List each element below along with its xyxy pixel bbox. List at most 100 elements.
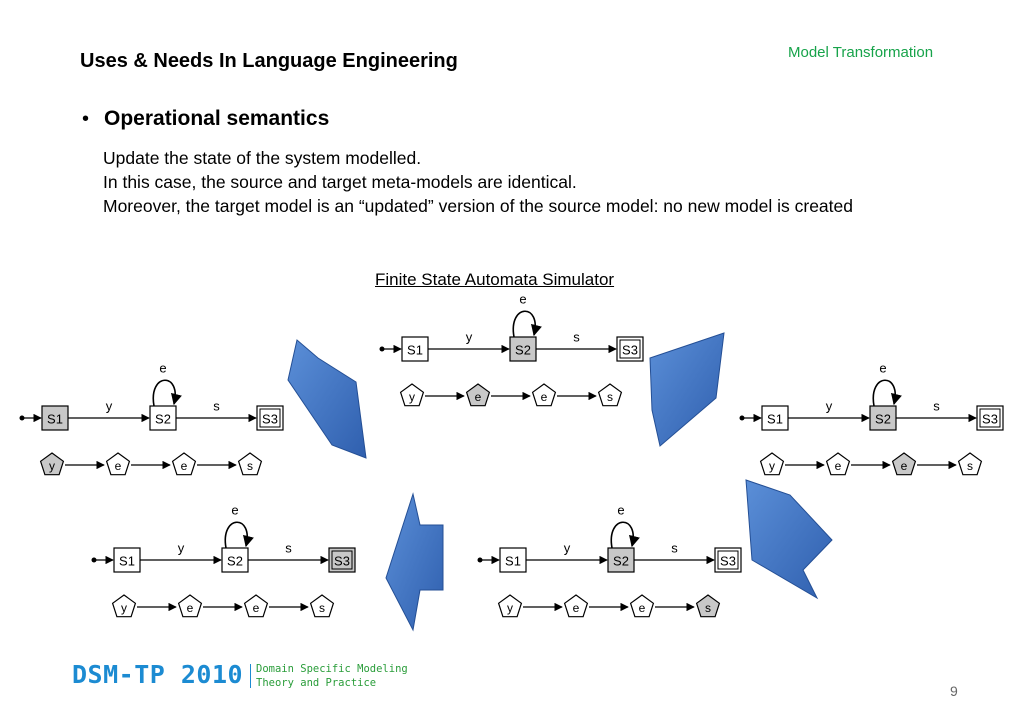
input-symbol-label: y bbox=[409, 390, 415, 404]
big-arrow-right-to-bottom-right bbox=[745, 479, 833, 600]
state-s3 bbox=[976, 405, 1004, 431]
input-symbol bbox=[177, 594, 203, 618]
self-loop-s2 bbox=[224, 521, 254, 549]
transition-label-t1: y bbox=[826, 399, 833, 414]
input-symbol-label: y bbox=[121, 601, 127, 615]
state-s1 bbox=[401, 336, 429, 362]
self-loop-s2 bbox=[152, 379, 182, 407]
input-symbol bbox=[39, 452, 65, 476]
transition-label-t2: s bbox=[573, 330, 580, 345]
state-s3 bbox=[256, 405, 284, 431]
state-s2 bbox=[509, 336, 537, 362]
logo-subtitle-line-1: Domain Specific Modeling bbox=[256, 663, 408, 675]
input-symbol-label: e bbox=[115, 459, 122, 473]
input-symbol bbox=[105, 452, 131, 476]
input-symbol bbox=[957, 452, 983, 476]
big-arrow-left-to-top bbox=[287, 339, 367, 459]
logo-subtitle-line-2: Theory and Practice bbox=[256, 677, 377, 689]
input-symbol bbox=[309, 594, 335, 618]
body-line-2: In this case, the source and target meta… bbox=[103, 172, 577, 192]
input-symbol bbox=[629, 594, 655, 618]
bullet-heading: Operational semantics bbox=[104, 107, 330, 130]
initial-state-dot bbox=[739, 415, 745, 421]
input-symbol-label: e bbox=[253, 601, 260, 615]
final-state-inner-border bbox=[259, 408, 281, 428]
input-symbol-label: e bbox=[541, 390, 548, 404]
input-symbol bbox=[825, 452, 851, 476]
state-label-s1: S1 bbox=[47, 412, 63, 427]
slide-title: Uses & Needs In Language Engineering bbox=[80, 50, 458, 72]
input-symbol-label: e bbox=[835, 459, 842, 473]
input-symbol bbox=[243, 594, 269, 618]
input-symbol-label: y bbox=[769, 459, 775, 473]
big-arrow-top-to-right bbox=[649, 332, 725, 447]
state-label-s2: S2 bbox=[227, 554, 243, 569]
self-loop-s2 bbox=[872, 379, 902, 407]
bullet-marker: • bbox=[82, 108, 90, 130]
state-s2 bbox=[149, 405, 177, 431]
input-symbol-label: s bbox=[705, 601, 711, 615]
state-label-s3: S3 bbox=[982, 412, 998, 427]
transition-label-t2: s bbox=[933, 399, 940, 414]
simulator-title: Finite State Automata Simulator bbox=[375, 270, 615, 289]
body-line-3: Moreover, the target model is an “update… bbox=[103, 196, 853, 216]
input-symbol bbox=[695, 594, 721, 618]
self-loop-s2 bbox=[512, 310, 542, 338]
state-label-s3: S3 bbox=[720, 554, 736, 569]
input-symbol bbox=[465, 383, 491, 407]
input-symbol-label: s bbox=[607, 390, 613, 404]
final-state-inner-border bbox=[979, 408, 1001, 428]
input-symbol-label: s bbox=[319, 601, 325, 615]
state-s1 bbox=[113, 547, 141, 573]
transition-label-t2: s bbox=[213, 399, 220, 414]
state-s2 bbox=[869, 405, 897, 431]
input-symbol bbox=[597, 383, 623, 407]
logo-main-text: DSM-TP 2010 bbox=[72, 660, 244, 689]
state-label-s1: S1 bbox=[407, 343, 423, 358]
transition-label-t2: s bbox=[285, 541, 292, 556]
input-symbol-label: y bbox=[49, 459, 55, 473]
input-symbol bbox=[171, 452, 197, 476]
state-label-s3: S3 bbox=[262, 412, 278, 427]
topic-label: Model Transformation bbox=[788, 44, 934, 61]
input-symbol bbox=[891, 452, 917, 476]
self-loop-label: e bbox=[159, 361, 166, 376]
logo-separator bbox=[250, 664, 251, 688]
state-s1 bbox=[761, 405, 789, 431]
input-symbol-label: e bbox=[639, 601, 646, 615]
big-arrow-bottom-right-to-bottom-left bbox=[385, 492, 444, 632]
input-symbol-label: y bbox=[507, 601, 513, 615]
state-s2 bbox=[221, 547, 249, 573]
state-s1 bbox=[499, 547, 527, 573]
initial-state-dot bbox=[19, 415, 25, 421]
input-symbol bbox=[497, 594, 523, 618]
state-s3 bbox=[328, 547, 356, 573]
state-label-s3: S3 bbox=[622, 343, 638, 358]
page-number: 9 bbox=[950, 683, 958, 699]
state-s2 bbox=[607, 547, 635, 573]
state-label-s2: S2 bbox=[875, 412, 891, 427]
dsm-tp-logo: DSM-TP 2010 Domain Specific Modeling The… bbox=[72, 660, 408, 689]
state-label-s2: S2 bbox=[613, 554, 629, 569]
self-loop-s2 bbox=[610, 521, 640, 549]
state-label-s1: S1 bbox=[505, 554, 521, 569]
initial-state-dot bbox=[379, 346, 385, 352]
input-symbol-label: e bbox=[573, 601, 580, 615]
input-symbol-label: e bbox=[187, 601, 194, 615]
initial-state-dot bbox=[477, 557, 483, 563]
state-label-s1: S1 bbox=[767, 412, 783, 427]
input-symbol bbox=[399, 383, 425, 407]
self-loop-label: e bbox=[519, 292, 526, 307]
input-symbol bbox=[531, 383, 557, 407]
transition-label-t1: y bbox=[178, 541, 185, 556]
initial-state-dot bbox=[91, 557, 97, 563]
self-loop-label: e bbox=[617, 503, 624, 518]
state-label-s2: S2 bbox=[155, 412, 171, 427]
self-loop-label: e bbox=[879, 361, 886, 376]
